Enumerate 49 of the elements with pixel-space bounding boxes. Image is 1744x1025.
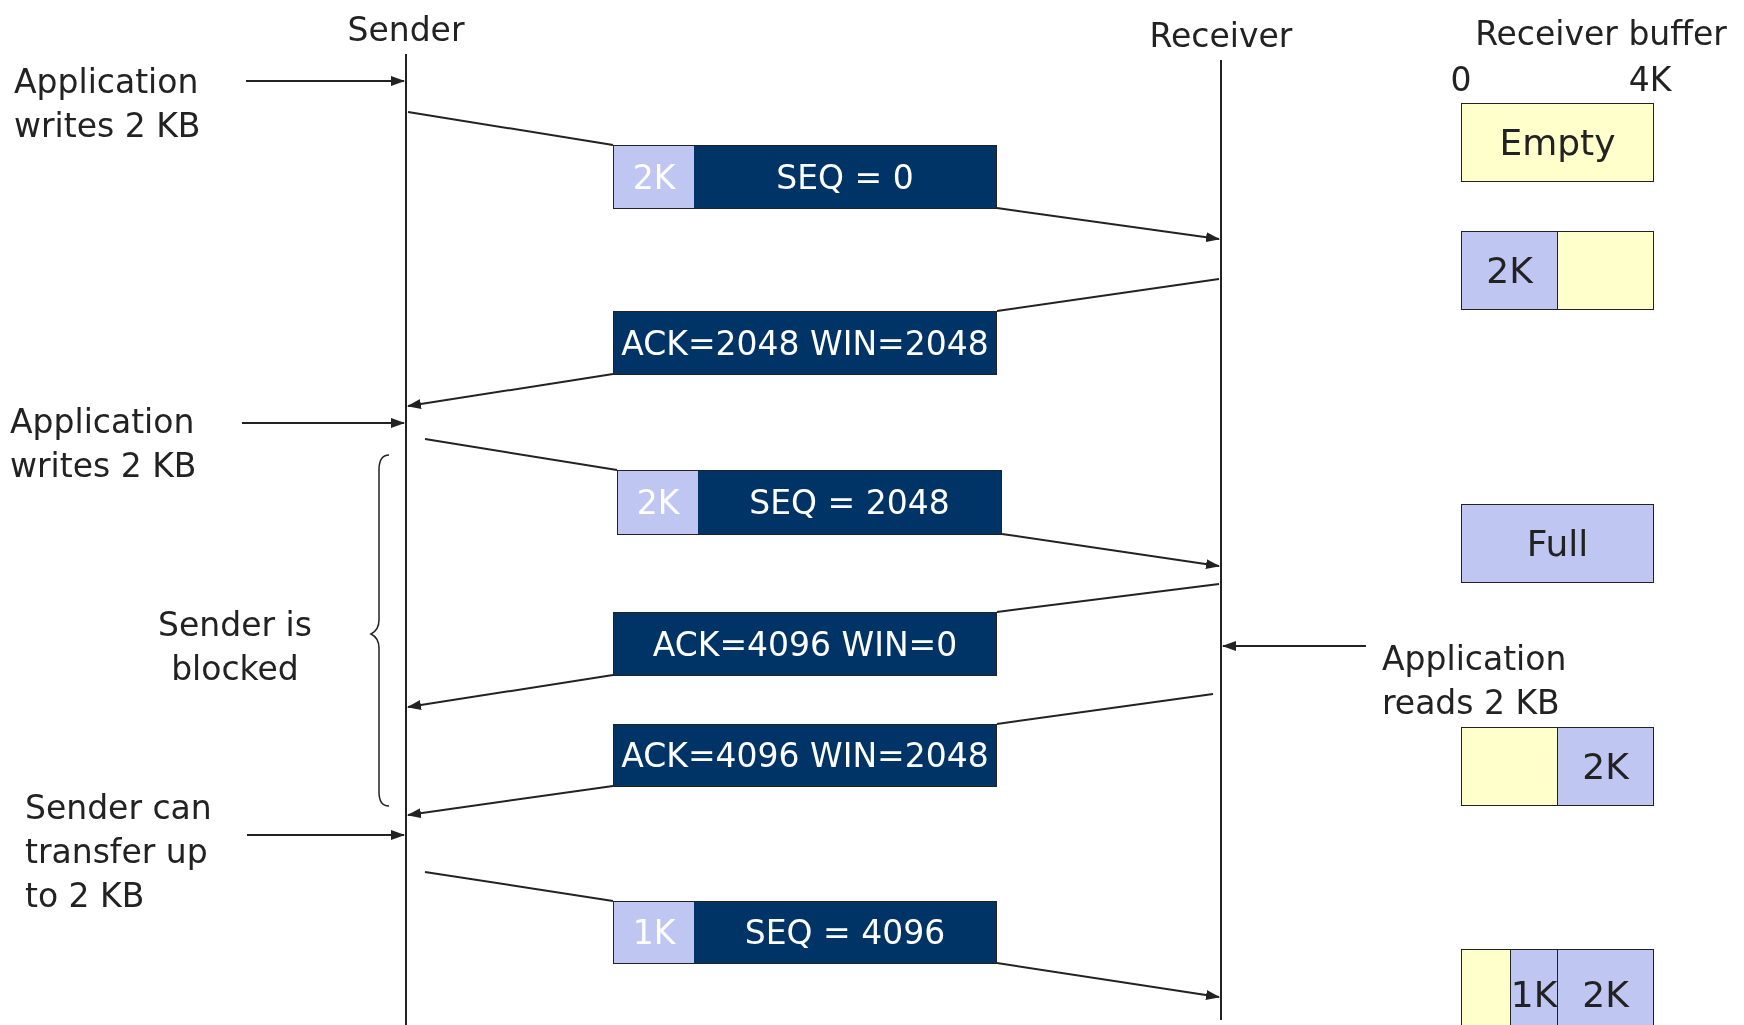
- packet-label: ACK=4096 WIN=2048: [620, 735, 990, 777]
- message-line: [996, 278, 1220, 312]
- arrow: [407, 373, 614, 409]
- arrow: [407, 674, 614, 710]
- participant-label: Sender: [346, 9, 466, 51]
- annotation-text: Sender is blocked: [157, 604, 313, 690]
- arrow: [245, 76, 405, 86]
- packet-label: ACK=4096 WIN=0: [651, 623, 959, 666]
- column-heading: Receiver buffer: [1474, 13, 1728, 55]
- packet-box: [613, 612, 997, 676]
- arrow: [996, 207, 1220, 243]
- message-line: [424, 438, 618, 471]
- segment-label: 1K: [614, 902, 694, 963]
- packet-label: SEQ = 2048: [748, 482, 951, 524]
- packet-label: SEQ = 0: [775, 156, 915, 199]
- buffer-segment: Full: [1462, 505, 1653, 582]
- buffer-box: [1461, 949, 1654, 1025]
- scale-label: 4K: [1627, 59, 1673, 101]
- buffer-box: [1461, 231, 1654, 310]
- message-line: [996, 583, 1220, 613]
- annotation-text: Sender can transfer up to 2 KB: [25, 786, 245, 926]
- message-line: [407, 111, 614, 146]
- packet-label: SEQ = 4096: [743, 912, 947, 954]
- buffer-segment: 2K: [1558, 728, 1653, 805]
- buffer-segment: 1K: [1511, 950, 1558, 1025]
- packet-box: [613, 901, 997, 964]
- arrow: [241, 418, 405, 428]
- annotation-text: Application writes 2 KB: [14, 60, 244, 155]
- packet-box: [617, 470, 1002, 535]
- buffer-segment: 2K: [1462, 232, 1558, 309]
- arrow: [996, 962, 1220, 1000]
- segment-label: 2K: [618, 471, 698, 534]
- message-line: [424, 871, 614, 902]
- scale-label: 0: [1449, 59, 1473, 101]
- annotation-text: Application writes 2 KB: [10, 400, 240, 495]
- packet-box: [613, 145, 997, 209]
- participant-label: Receiver: [1148, 15, 1294, 57]
- arrow: [246, 830, 405, 840]
- packet-label: ACK=2048 WIN=2048: [620, 322, 990, 365]
- message-line: [996, 693, 1214, 725]
- segment-label: 2K: [614, 146, 694, 208]
- arrow: [407, 785, 614, 819]
- buffer-box: [1461, 727, 1654, 806]
- packet-box: [613, 724, 997, 787]
- buffer-segment: 2K: [1558, 950, 1653, 1025]
- buffer-segment: Empty: [1462, 104, 1653, 181]
- arrow: [1001, 533, 1220, 570]
- packet-box: [613, 311, 997, 375]
- arrow: [1222, 641, 1367, 651]
